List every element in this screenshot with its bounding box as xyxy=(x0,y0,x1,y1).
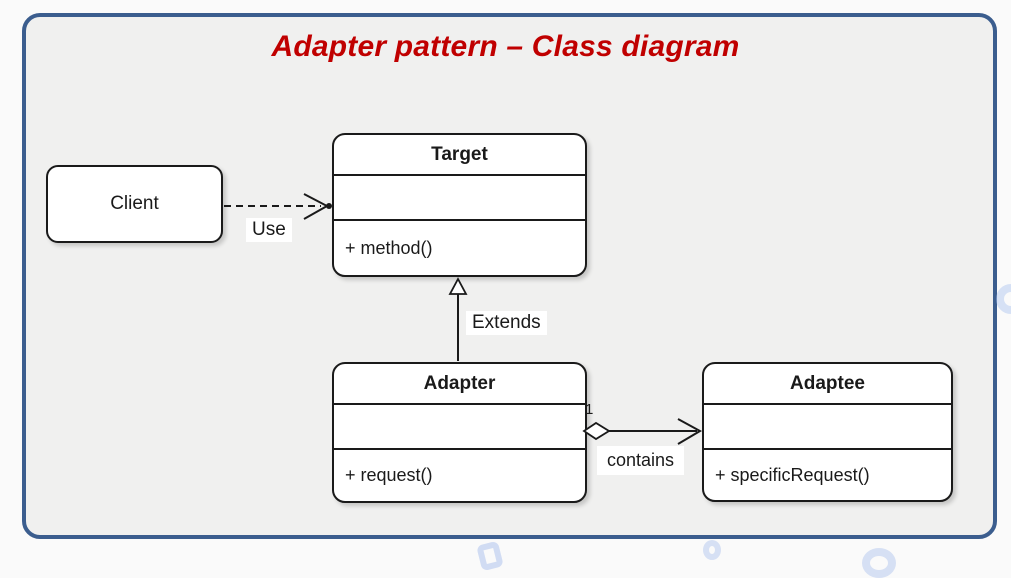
watermark-shape xyxy=(476,540,504,572)
watermark-shape xyxy=(862,548,896,578)
client-name: Client xyxy=(110,193,159,214)
adaptee-operations: + specificRequest() xyxy=(715,464,870,485)
watermark-shape xyxy=(996,284,1011,314)
edge-multiplicity-contains: 1 xyxy=(585,401,594,418)
class-node-client: Client xyxy=(46,165,223,243)
edge-label-extends: Extends xyxy=(466,311,547,335)
target-operations: + method() xyxy=(345,237,433,258)
edge-label-use: Use xyxy=(246,218,292,242)
adaptee-attributes xyxy=(704,403,951,450)
class-node-adapter: Adapter + request() xyxy=(332,362,587,503)
target-attributes xyxy=(334,174,585,221)
adaptee-name: Adaptee xyxy=(790,372,865,394)
watermark-shape xyxy=(703,540,721,560)
adapter-name: Adapter xyxy=(423,372,496,394)
adapter-attributes xyxy=(334,403,585,450)
class-node-adaptee: Adaptee + specificRequest() xyxy=(702,362,953,502)
adapter-operations: + request() xyxy=(345,465,433,485)
target-name: Target xyxy=(431,143,488,165)
diagram-title: Adapter pattern – Class diagram xyxy=(271,30,740,63)
class-node-target: Target + method() xyxy=(332,133,587,277)
edge-label-contains: contains xyxy=(597,446,685,475)
